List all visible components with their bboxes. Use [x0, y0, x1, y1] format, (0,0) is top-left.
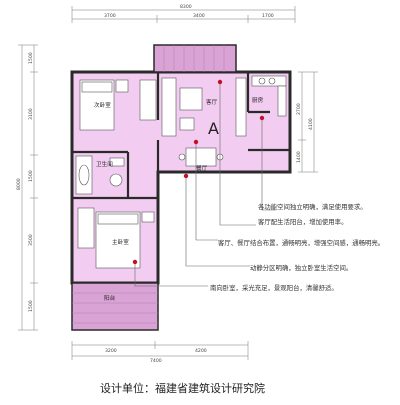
- kitchen-label: 厨房: [252, 96, 264, 104]
- right-dimension: [298, 71, 318, 173]
- feature-text: 客厅配生活阳台，增加使用率。: [258, 217, 347, 226]
- bottom-dimension-segment: 4200: [195, 348, 207, 354]
- living-room-label: 客厅: [206, 98, 218, 106]
- bottom-dimension-segment: 3200: [105, 348, 117, 354]
- kitchen-fixtures: [251, 75, 287, 117]
- bathroom-label: 卫生间: [96, 160, 113, 168]
- left-dimension-segment: 1500: [28, 170, 34, 182]
- master-bedroom-label: 主卧室: [112, 238, 129, 246]
- bottom-total-dimension: 7400: [150, 358, 162, 364]
- right-total-dimension: 4100: [308, 118, 314, 130]
- right-dimension-segment: 1400: [296, 151, 302, 163]
- left-dimension-segment: 3100: [28, 108, 34, 120]
- bathroom-fixtures: [75, 155, 125, 195]
- balcony-hatch: [163, 45, 225, 72]
- left-total-dimension: 8000: [16, 178, 22, 190]
- feature-text: 动静分区明确，独立卧室生活空间。: [250, 263, 352, 272]
- balcony-label: 阳台: [104, 294, 116, 302]
- feature-text: 南向卧室，采光充足，景观阳台，清馨舒适。: [210, 283, 338, 292]
- secondary-bedroom-label: 次卧室: [94, 101, 111, 109]
- balcony-hatch: [72, 292, 158, 324]
- bottom-dimension: [71, 341, 249, 360]
- dining-furniture: [178, 147, 224, 167]
- dining-label: 餐厅: [196, 164, 208, 172]
- feature-text: 各功能空间独立明确，满足使用要求。: [258, 202, 367, 211]
- top-balcony: [153, 44, 237, 73]
- top-dimension-segment: 1700: [262, 13, 274, 19]
- left-dimension-segment: 3500: [28, 234, 34, 246]
- top-dimension-segment: 3700: [104, 13, 116, 19]
- top-dimension-segment: 3400: [193, 13, 205, 19]
- callout-markers: [132, 79, 265, 265]
- design-institute-footer: 设计单位：福建省建筑设计研究院: [100, 381, 265, 395]
- left-dimension: [18, 44, 38, 331]
- top-dimension: [71, 6, 296, 23]
- right-dimension-segment: 2700: [296, 103, 302, 115]
- feature-text: 客厅、餐厅结合布置，通畅明亮，增强空间感，通畅明亮。: [218, 238, 384, 247]
- unit-type-label: A: [208, 119, 219, 138]
- callout-lines: [134, 82, 276, 287]
- bottom-balcony: [71, 282, 159, 331]
- top-total-dimension: 8300: [180, 4, 192, 10]
- interior-walls: [72, 72, 290, 200]
- living-room-furniture: [161, 77, 247, 137]
- left-dimension-segment: 1500: [28, 300, 34, 312]
- left-dimension-segment: 1500: [28, 52, 34, 64]
- master-bedroom-furniture: [77, 207, 155, 269]
- secondary-bedroom-furniture: [79, 79, 157, 131]
